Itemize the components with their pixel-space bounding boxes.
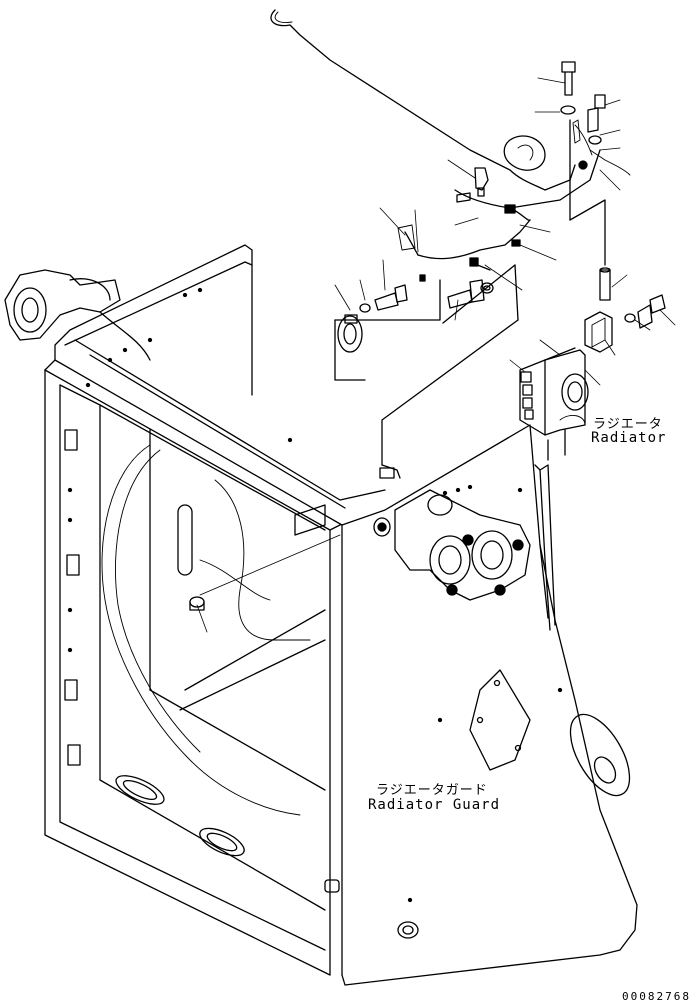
radiator-component xyxy=(519,347,589,461)
radiator-label-jp: ラジエータ xyxy=(593,417,663,432)
radiator-guard-label-en: Radiator Guard xyxy=(368,797,501,813)
bolt-set-top-right xyxy=(560,61,631,301)
bracket-right xyxy=(584,294,666,353)
radiator-guard-frame xyxy=(44,244,638,986)
leader-lines xyxy=(196,77,676,633)
right-mount-coupling xyxy=(373,489,531,601)
bolt-set-left xyxy=(334,224,519,479)
radiator-label-en: Radiator xyxy=(591,430,667,446)
grommet-small xyxy=(189,596,205,611)
radiator-guard-label-jp: ラジエータガード xyxy=(376,783,488,798)
harness-line xyxy=(270,9,601,282)
left-mount-coupling xyxy=(4,269,151,361)
drawing-number: 00082768 xyxy=(622,990,691,1003)
